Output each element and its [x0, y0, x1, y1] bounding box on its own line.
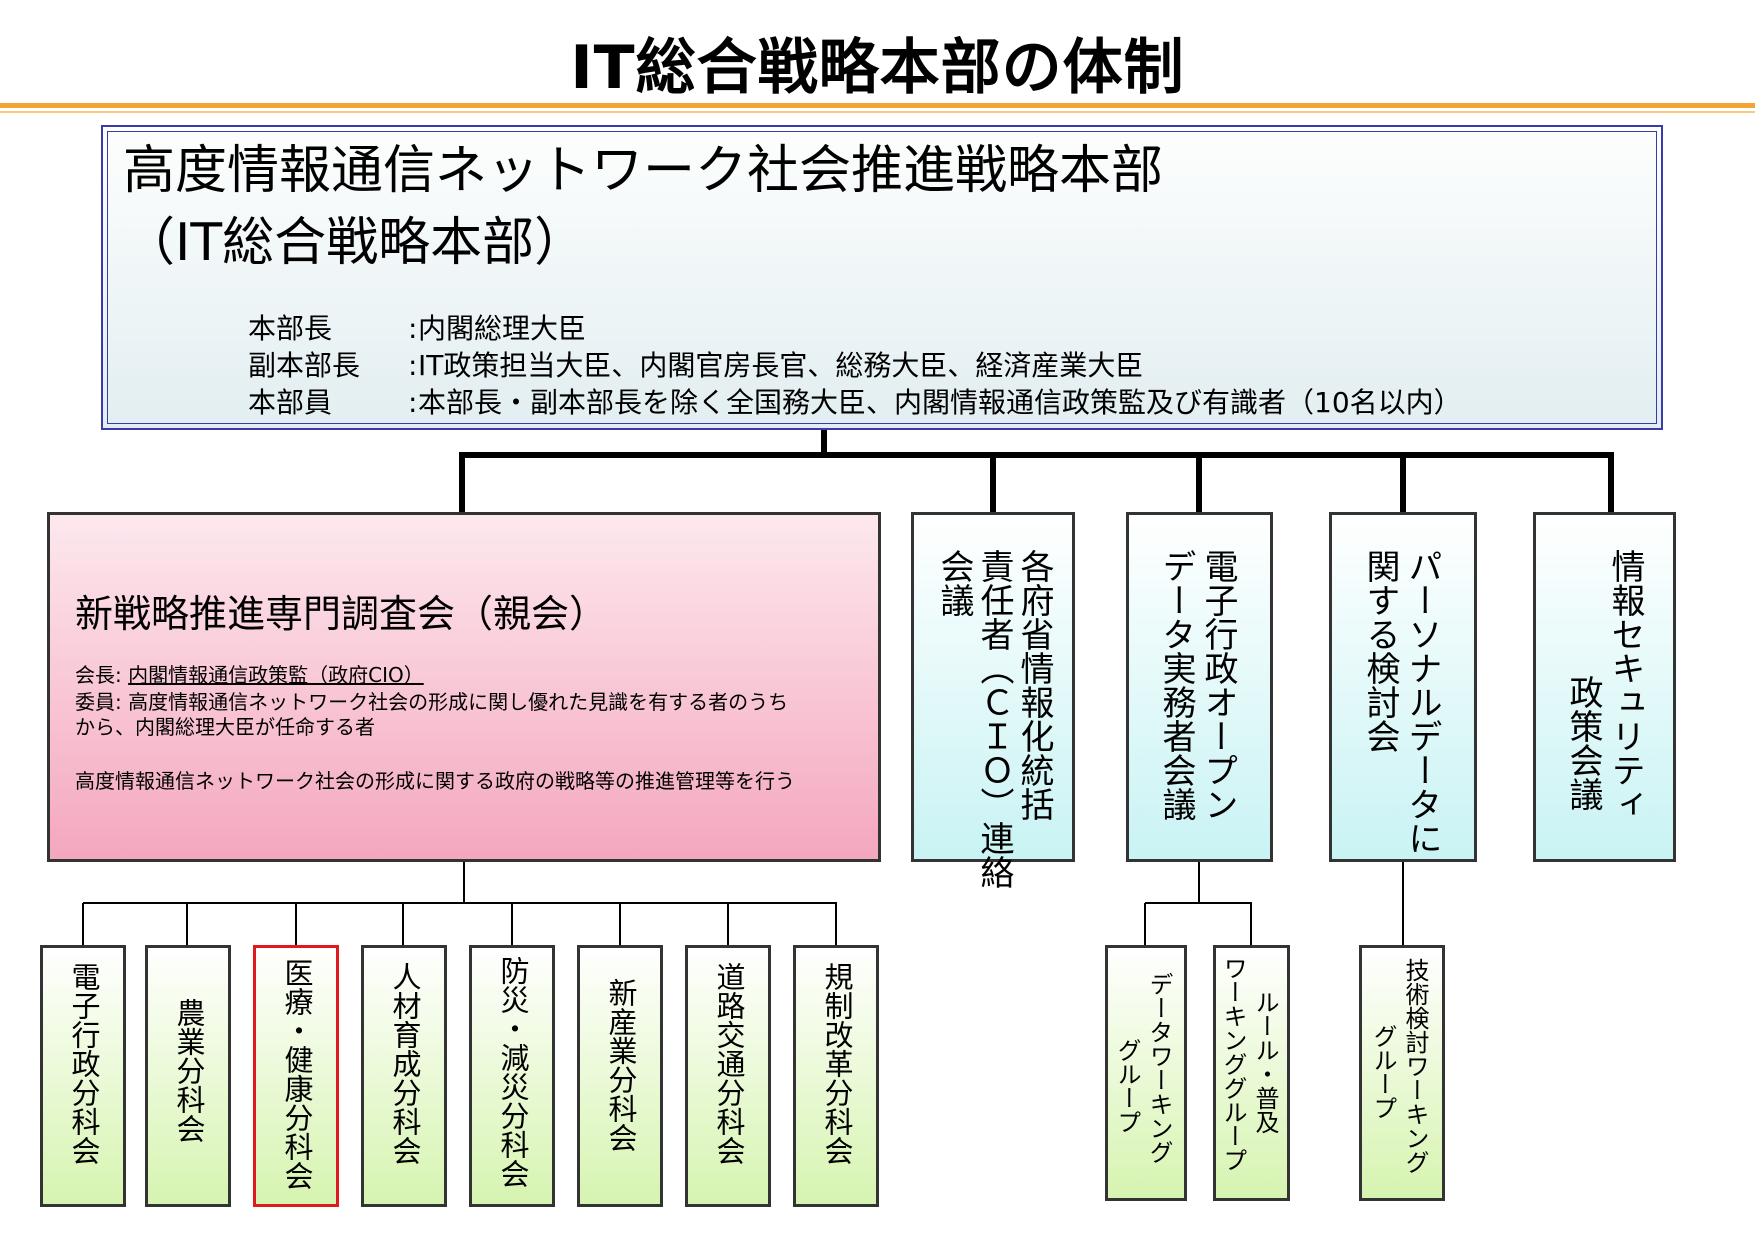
hq-members: IT政策担当大臣、内閣官房長官、総務大臣、経済産業大臣	[418, 349, 1144, 382]
council-cio-col2: 責任者（ＣＩＯ）連絡	[974, 549, 1014, 889]
hq-role: 本部員	[248, 386, 333, 419]
council-cio-col1: 各府省情報化統括	[1014, 549, 1054, 821]
subcommittee-label: 道路交通分科会	[712, 962, 746, 1165]
working-group-box: 技術検討ワーキング グループ	[1359, 945, 1445, 1201]
hq-members: 本部長・副本部長を除く全国務大臣、内閣情報通信政策監及び有識者（10名以内）	[418, 386, 1462, 419]
headquarters-name: 高度情報通信ネットワーク社会推進戦略本部	[123, 141, 1164, 201]
council-security-col2: 政策会議	[1563, 675, 1603, 811]
subcommittee-label: 人材育成分科会	[388, 962, 422, 1165]
council-purpose: 高度情報通信ネットワーク社会の形成に関する政府の戦略等の推進管理等を行う	[75, 769, 795, 793]
working-group-col1: 技術検討ワーキング	[1401, 958, 1429, 1174]
hq-members: 内閣総理大臣	[418, 312, 587, 345]
headquarters-box: 高度情報通信ネットワーク社会推進戦略本部 （IT総合戦略本部） 本部長:内閣総理…	[101, 125, 1663, 430]
council-chair: 会長: 内閣情報通信政策監（政府CIO）	[75, 663, 424, 688]
hq-sep: :	[408, 386, 418, 419]
council-cio-col3: 会議	[934, 549, 974, 617]
subcommittee-box: 規制改革分科会	[793, 945, 879, 1207]
council-opendata-col2: データ実務者会議	[1156, 549, 1196, 821]
subcommittee-box: 人材育成分科会	[361, 945, 447, 1207]
title-underline-thin	[0, 111, 1755, 113]
council-title: 新戦略推進専門調査会（親会）	[75, 592, 608, 636]
council-member-line1: 委員: 高度情報通信ネットワーク社会の形成に関し優れた見識を有する者のうち	[75, 690, 789, 714]
council-box-personaldata: パーソナルデータに 関する検討会	[1329, 512, 1477, 862]
council-personaldata-col1: パーソナルデータに	[1402, 549, 1442, 855]
subcommittee-label: 新産業分科会	[604, 978, 638, 1152]
subcommittee-box: 防災・減災分科会	[469, 945, 555, 1207]
subcommittee-label: 農業分科会	[172, 998, 206, 1143]
subcommittee-label: 防災・減災分科会	[496, 956, 530, 1188]
working-group-col1: データワーキング	[1145, 972, 1173, 1164]
subcommittee-label: 電子行政分科会	[67, 962, 101, 1165]
council-chair-value: 内閣情報通信政策監（政府CIO）	[128, 663, 424, 687]
hq-sep: :	[408, 312, 418, 345]
subcommittee-box: 農業分科会	[145, 945, 231, 1207]
hq-role: 本部長	[248, 312, 333, 345]
subcommittee-label: 規制改革分科会	[820, 962, 854, 1165]
expert-council-box: 新戦略推進専門調査会（親会） 会長: 内閣情報通信政策監（政府CIO） 委員: …	[47, 512, 881, 862]
subcommittee-box: 電子行政分科会	[40, 945, 126, 1207]
subcommittee-label: 医療・健康分科会	[280, 958, 314, 1190]
working-group-col2: ワーキンググループ	[1219, 956, 1247, 1172]
hq-sep: :	[408, 349, 418, 382]
hq-row-members: 本部員:本部長・副本部長を除く全国務大臣、内閣情報通信政策監及び有識者（10名以…	[248, 385, 1462, 421]
hq-row-deputy: 副本部長:IT政策担当大臣、内閣官房長官、総務大臣、経済産業大臣	[248, 348, 1143, 384]
headquarters-abbr: （IT総合戦略本部）	[123, 213, 587, 273]
working-group-box: ルール・普及 ワーキンググループ	[1213, 945, 1290, 1201]
hq-row-chief: 本部長:内閣総理大臣	[248, 311, 586, 347]
subcommittee-box: 道路交通分科会	[685, 945, 771, 1207]
council-box-security: 情報セキュリティ 政策会議	[1533, 512, 1676, 862]
subcommittee-box: 新産業分科会	[577, 945, 663, 1207]
council-opendata-col1: 電子行政オープン	[1198, 549, 1238, 821]
council-security-col1: 情報セキュリティ	[1605, 549, 1645, 821]
subcommittee-box-highlighted: 医療・健康分科会	[253, 945, 339, 1207]
title-underline	[0, 103, 1755, 108]
council-member-line2: から、内閣総理大臣が任命する者	[75, 715, 375, 739]
council-personaldata-col2: 関する検討会	[1360, 549, 1400, 753]
council-box-cio: 各府省情報化統括 責任者（ＣＩＯ）連絡 会議	[911, 512, 1075, 889]
working-group-box: データワーキング グループ	[1105, 945, 1187, 1201]
working-group-col1: ルール・普及	[1251, 990, 1279, 1134]
council-box-opendata: 電子行政オープン データ実務者会議	[1126, 512, 1273, 862]
working-group-col2: グループ	[1369, 1024, 1397, 1120]
working-group-col2: グループ	[1113, 1038, 1141, 1134]
council-chair-label: 会長:	[75, 663, 129, 687]
page-title: IT総合戦略本部の体制	[570, 33, 1185, 103]
hq-role: 副本部長	[248, 349, 361, 382]
